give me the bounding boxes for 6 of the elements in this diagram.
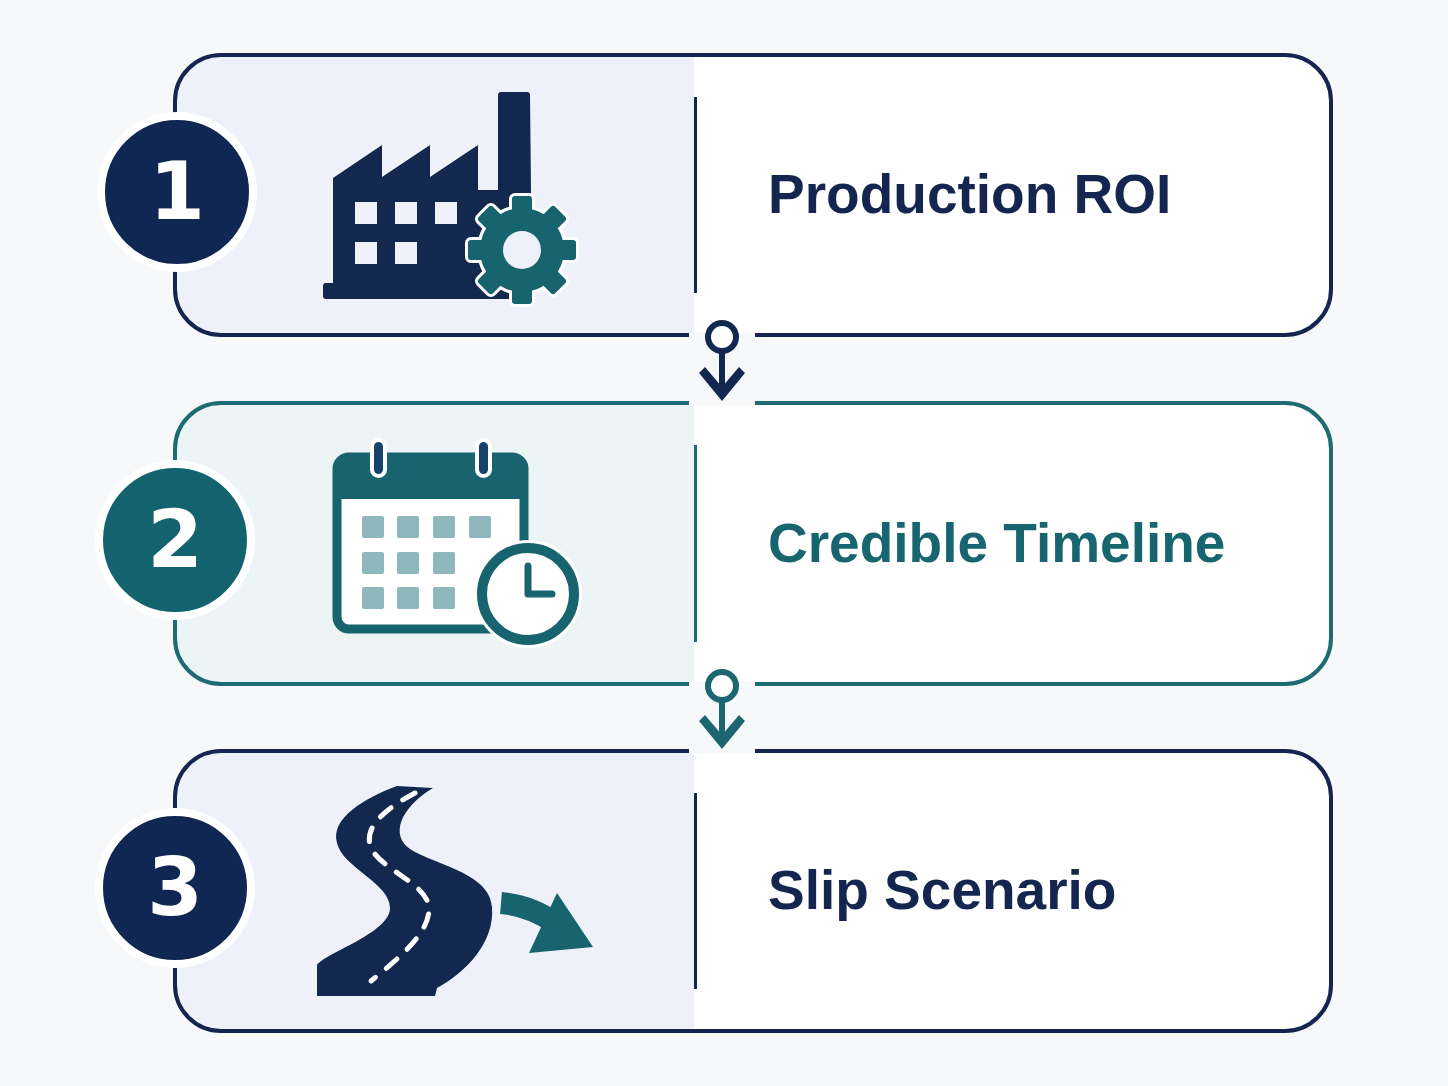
step-number-circle: 1 [97,112,257,272]
step-number-circle: 3 [95,808,255,968]
step-number-circle: 2 [95,460,255,620]
step-title: Slip Scenario [768,859,1117,923]
step-title: Credible Timeline [768,511,1226,576]
step-title: Production ROI [768,163,1172,227]
